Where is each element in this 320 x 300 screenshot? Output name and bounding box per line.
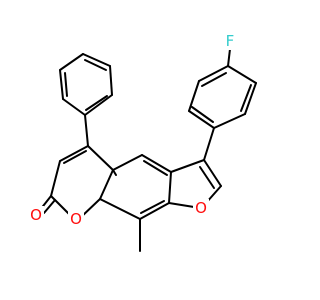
atom-symbol-o-furan: O [195, 199, 207, 217]
bond [112, 154, 143, 171]
bond [188, 80, 200, 112]
bond [203, 159, 222, 187]
bond [213, 113, 246, 129]
bond [227, 48, 231, 67]
bond [50, 160, 61, 197]
bond [109, 65, 113, 96]
bond [63, 150, 87, 164]
bond [59, 53, 84, 71]
bond [188, 110, 215, 129]
bond [62, 98, 86, 116]
bond [201, 72, 227, 87]
atom-symbol-o-ring: O [70, 210, 82, 228]
carbonyl-oxygen-atom: O [28, 206, 44, 224]
atom-symbol-f: F [226, 32, 235, 50]
molecule-canvas: F O O O [28, 32, 257, 252]
atom-symbol-o-carbonyl: O [30, 206, 42, 224]
bond [64, 72, 68, 97]
fluorine-atom: F [222, 32, 238, 50]
bond [82, 53, 111, 67]
furan-oxygen-atom: O [193, 199, 209, 217]
bond [99, 198, 141, 220]
bond [84, 94, 113, 116]
bond [59, 69, 64, 100]
bond [140, 200, 165, 214]
bond [170, 159, 205, 173]
bond [43, 199, 56, 214]
bond [85, 95, 108, 111]
bond [112, 169, 117, 176]
bond [59, 145, 89, 162]
bond [143, 160, 168, 176]
bond [240, 84, 252, 112]
bond [84, 114, 89, 147]
bond [227, 65, 257, 84]
bond [244, 82, 257, 115]
molecule-structure: F O O O [28, 32, 257, 252]
atom-labels: F O O O [28, 32, 238, 228]
bond [87, 145, 114, 171]
bond [191, 106, 214, 123]
bond [199, 166, 215, 189]
bond [84, 59, 107, 71]
bond [168, 171, 172, 204]
ring-oxygen-atom: O [68, 210, 84, 228]
bonds [39, 48, 257, 252]
bond [203, 127, 215, 161]
bond [141, 154, 172, 173]
bond [139, 202, 170, 220]
bond [99, 169, 114, 200]
bond [198, 65, 229, 82]
bond [168, 202, 195, 208]
